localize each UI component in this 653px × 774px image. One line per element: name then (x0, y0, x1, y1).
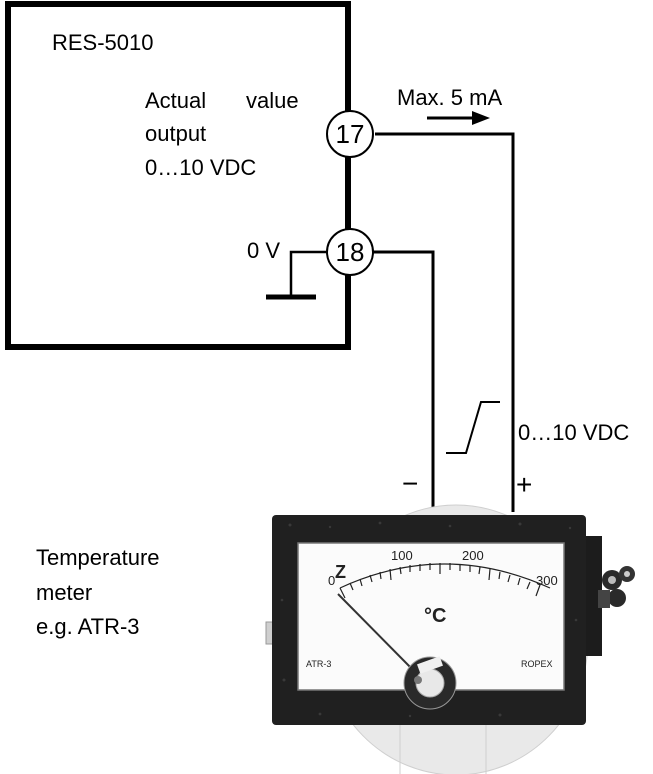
controller-box (5, 1, 351, 350)
meter-model-mark: ATR-3 (306, 659, 331, 669)
output-label-value: value (246, 88, 299, 113)
meter-unit-label: °C (424, 605, 446, 627)
meter-maker-mark: ROPEX (521, 659, 553, 669)
current-limit-note: Max. 5 mA (397, 85, 503, 110)
temperature-meter: 0 100 200 300 Z °C ATR-3 ROPEX (265, 504, 635, 774)
controller-model-label: RES-5010 (52, 30, 154, 55)
ground-wire (289, 250, 326, 296)
scale-label-100: 100 (391, 548, 413, 563)
ramp-signal-icon (446, 401, 500, 454)
current-arrow-head (472, 111, 490, 125)
scale-label-200: 200 (462, 548, 484, 563)
terminal-18-label: 18 (336, 237, 365, 267)
output-label-range: 0…10 VDC (145, 155, 257, 180)
output-label-output: output (145, 121, 207, 146)
meter-scale-arc (339, 563, 551, 589)
terminal-17 (326, 110, 374, 158)
meter-ticks (339, 563, 541, 599)
wire-positive (375, 132, 515, 512)
signal-range-label: 0…10 VDC (518, 420, 630, 445)
meter-caption-line1: Temperature (36, 545, 160, 570)
scale-label-0: 0 (328, 573, 335, 588)
meter-brand-mark: Z (335, 562, 346, 582)
meter-bracket (582, 536, 602, 656)
polarity-minus: − (402, 468, 419, 499)
polarity-plus: + (516, 469, 533, 500)
scale-label-300: 300 (536, 573, 558, 588)
ground-label: 0 V (247, 238, 281, 263)
terminal-18 (326, 228, 374, 276)
meter-caption-line3: e.g. ATR-3 (36, 614, 140, 639)
meter-needle (337, 593, 419, 676)
terminal-17-label: 17 (336, 119, 365, 149)
wire-negative (373, 250, 435, 512)
output-label-actual: Actual (145, 88, 207, 113)
meter-caption-line2: meter (36, 580, 93, 605)
